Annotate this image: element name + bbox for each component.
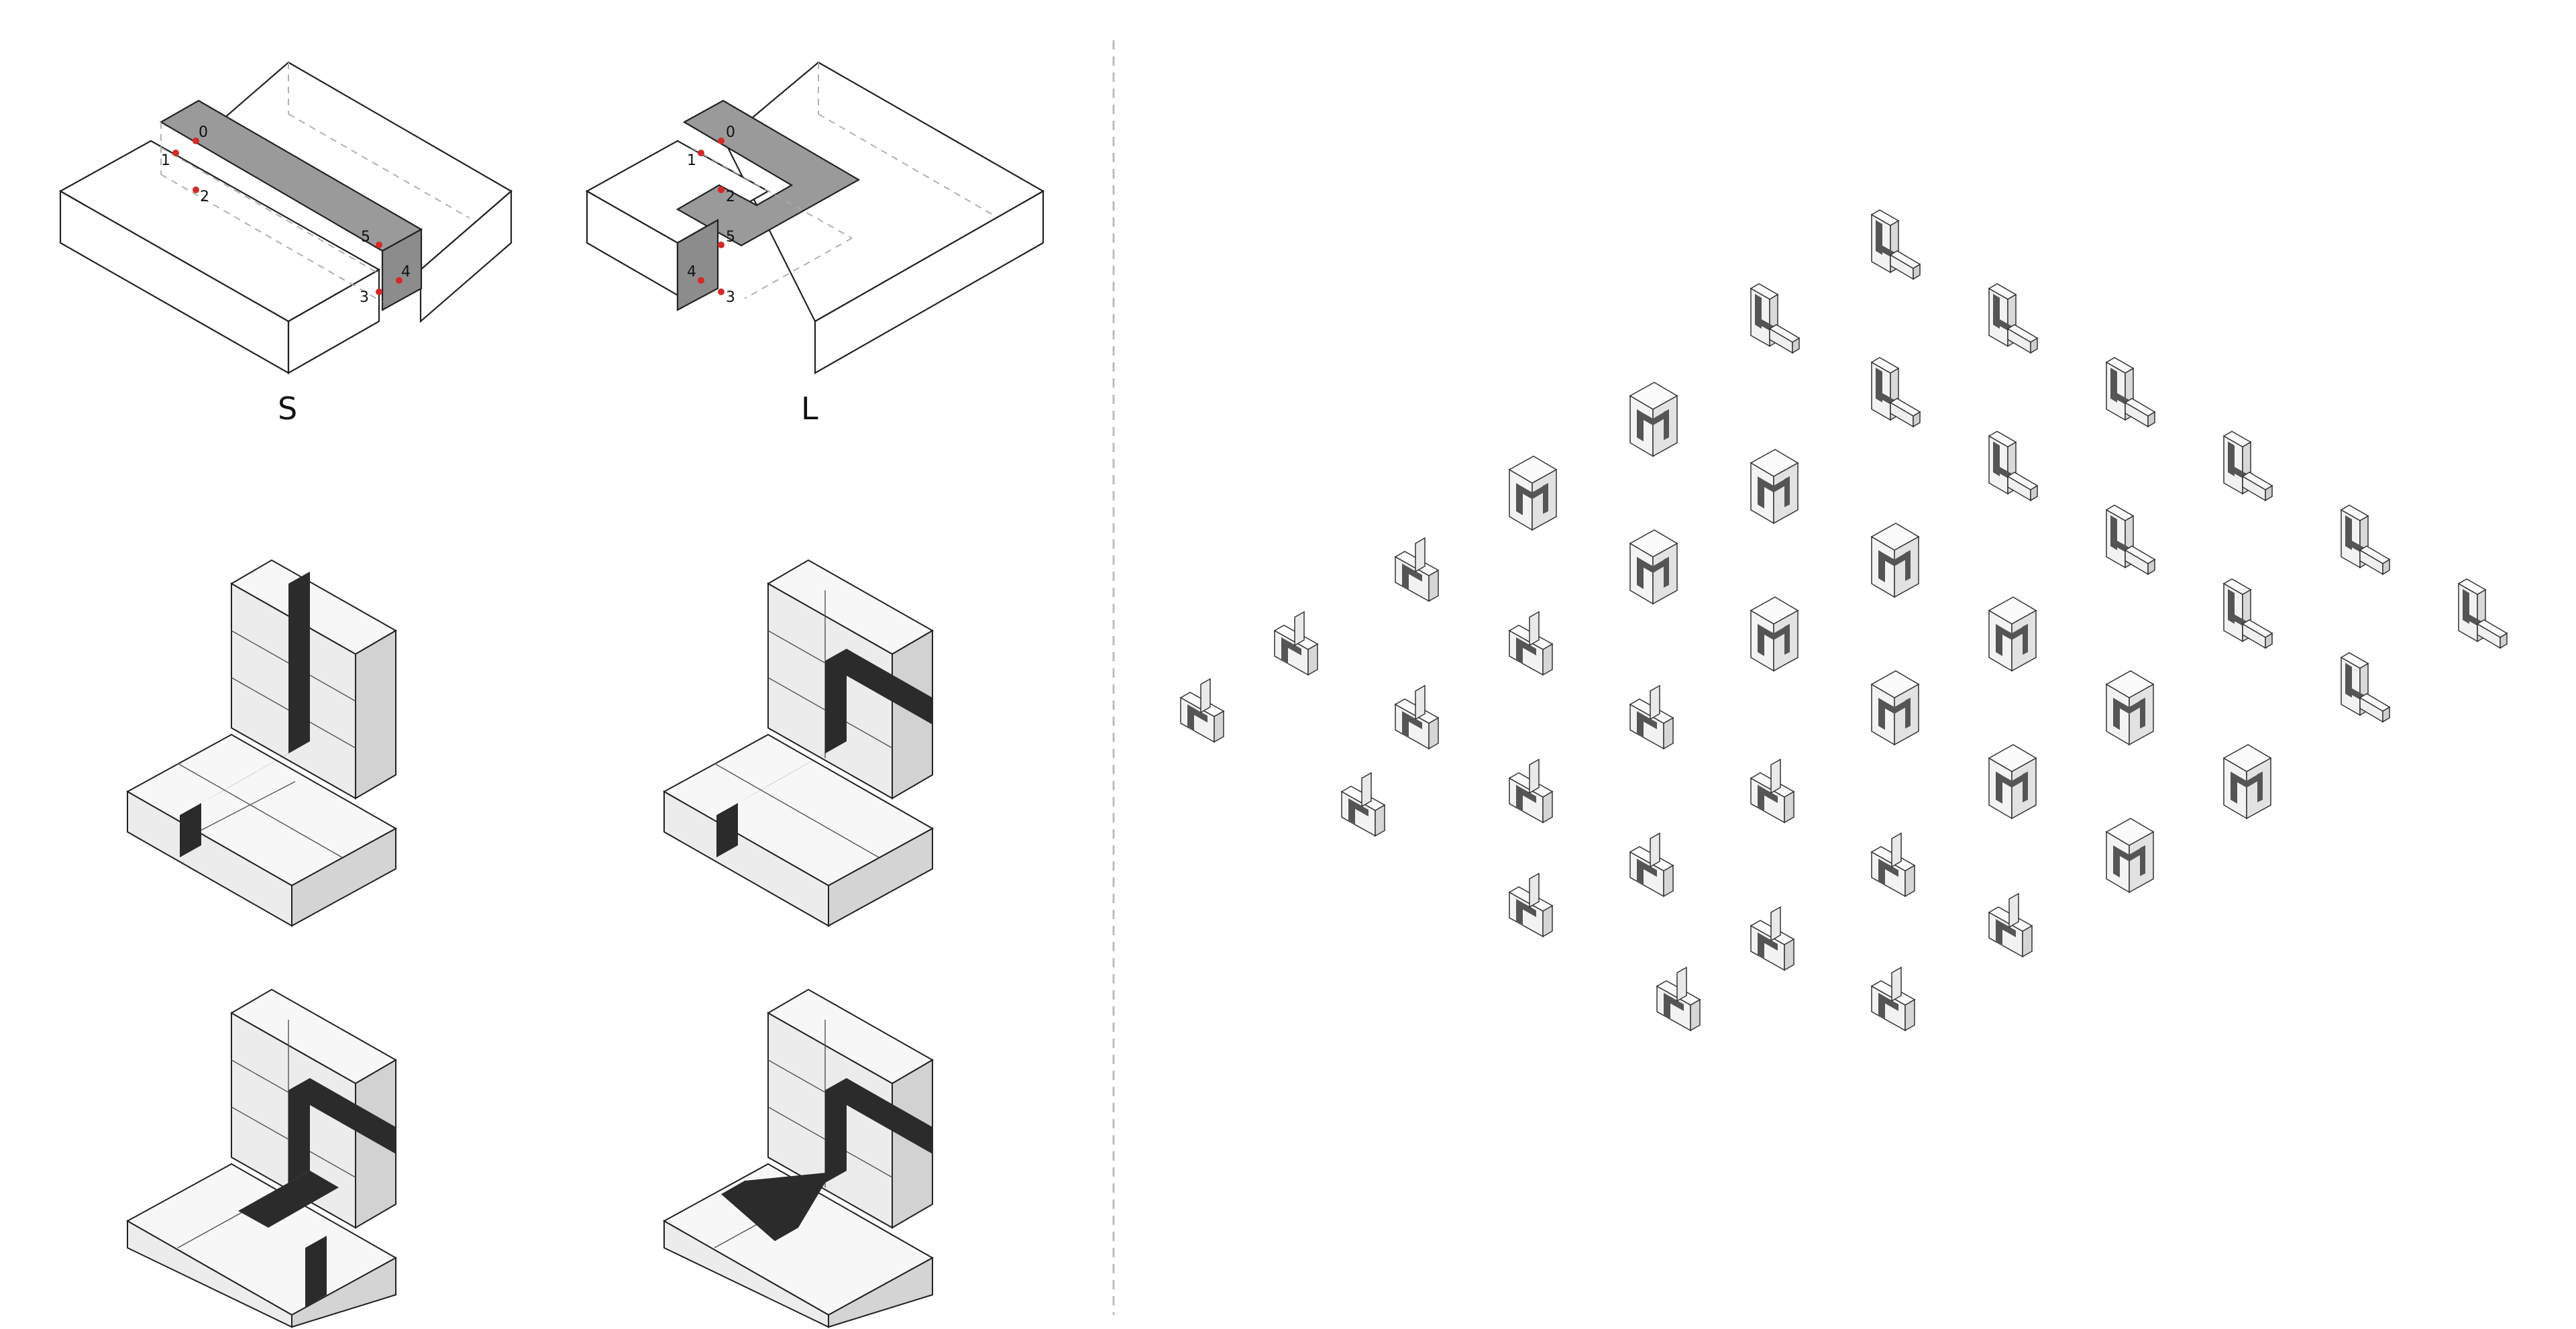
variation-piece: [2458, 578, 2508, 649]
variation-piece: [1871, 833, 1915, 897]
l-point-label-3: 3: [726, 289, 735, 306]
variation-piece: [1871, 967, 1915, 1031]
l-point-2: [718, 187, 724, 193]
variation-piece: [1871, 523, 1919, 598]
l-point-label-2: 2: [726, 189, 735, 205]
variation-piece: [1871, 670, 1919, 745]
l-point-label-5: 5: [726, 229, 735, 246]
variation-piece: [1629, 529, 1678, 604]
variation-piece: [2223, 578, 2273, 649]
variation-piece: [1509, 873, 1553, 937]
variation-piece: [1988, 893, 2033, 957]
cube-assembly-4: [662, 988, 934, 1328]
variation-piece: [1988, 283, 2038, 354]
l-type-label: L: [801, 390, 818, 427]
variation-piece: [2106, 504, 2155, 575]
s-type-label: S: [278, 390, 297, 427]
l-point-3: [718, 288, 724, 295]
variation-piece: [2341, 652, 2390, 723]
l-point-label-0: 0: [726, 124, 735, 141]
variation-piece: [1180, 678, 1224, 743]
l-point-label-1: 1: [687, 152, 696, 169]
s-configuration: [58, 61, 513, 374]
variation-piece: [1750, 906, 1794, 971]
s-point-label-1: 1: [161, 152, 170, 169]
variation-piece: [1509, 759, 1553, 823]
variation-piece: [1629, 382, 1678, 457]
l-point-0: [718, 138, 724, 144]
variation-piece: [2106, 670, 2154, 745]
variation-piece: [1509, 611, 1553, 676]
s-point-label-2: 2: [200, 189, 209, 205]
variations-grid: [1180, 209, 2508, 1031]
variation-piece: [1988, 744, 2037, 819]
variation-piece: [1341, 772, 1385, 837]
variation-piece: [1395, 685, 1439, 749]
variation-piece: [2341, 504, 2390, 575]
s-point-1: [172, 150, 179, 156]
l-point-5: [718, 242, 724, 248]
l-points: 0 1 2 3 4 5: [687, 124, 735, 306]
left-panel: 0 1 2 3 4 5 S: [58, 61, 1045, 1328]
variation-piece: [1629, 833, 1674, 897]
variation-piece: [1988, 431, 2038, 501]
variation-piece: [1750, 759, 1794, 823]
variation-piece: [1395, 537, 1439, 602]
variation-piece: [1750, 449, 1799, 524]
cube-assembly-3: [125, 988, 398, 1328]
variation-piece: [2223, 744, 2271, 819]
variation-piece: [1988, 596, 2037, 672]
variation-piece: [2223, 431, 2273, 501]
cube-assembly-1: [125, 559, 398, 927]
s-point-5: [376, 242, 382, 248]
variation-piece: [1509, 456, 1557, 531]
variation-piece: [1274, 611, 1318, 676]
l-point-label-4: 4: [687, 264, 696, 280]
s-point-label-5: 5: [361, 229, 370, 246]
variation-piece: [1629, 685, 1674, 749]
l-point-4: [698, 277, 704, 284]
variation-piece: [1871, 357, 1921, 427]
s-point-0: [193, 138, 199, 144]
s-point-label-3: 3: [360, 289, 369, 306]
s-point-4: [396, 277, 402, 284]
variation-piece: [2106, 357, 2155, 427]
variation-piece: [1750, 596, 1799, 672]
s-point-3: [376, 288, 382, 295]
cube-assembly-2: [662, 559, 934, 927]
s-point-2: [193, 187, 199, 193]
s-point-label-4: 4: [401, 264, 411, 280]
variation-piece: [1871, 209, 1921, 280]
l-point-1: [698, 150, 704, 156]
variation-piece: [1750, 283, 1800, 354]
s-points: 0 1 2 3 4 5: [161, 124, 411, 306]
variation-piece: [2106, 818, 2154, 893]
variation-piece: [1656, 967, 1701, 1031]
s-point-label-0: 0: [199, 124, 208, 141]
l-configuration: [585, 61, 1045, 374]
